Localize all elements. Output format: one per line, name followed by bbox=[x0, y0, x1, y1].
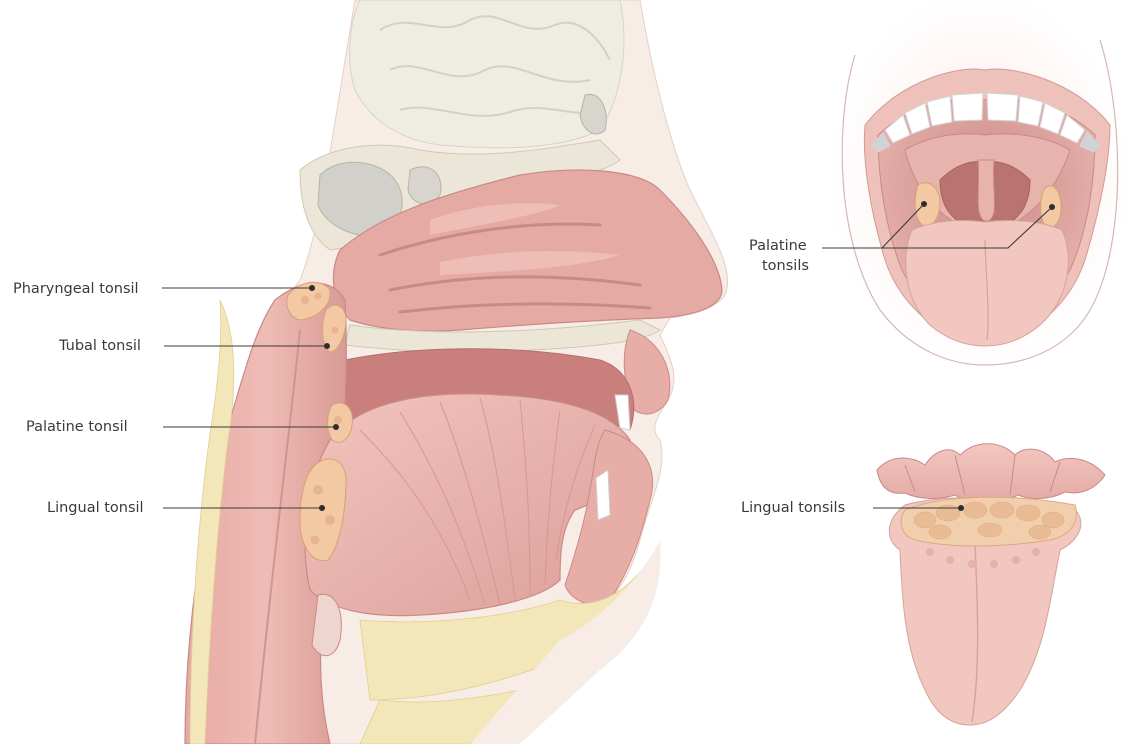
label-lingual-tonsil: Lingual tonsil bbox=[47, 500, 144, 516]
marker-palatine-tonsil-right bbox=[1049, 204, 1055, 210]
label-pharyngeal-tonsil: Pharyngeal tonsil bbox=[13, 281, 139, 297]
label-tubal-tonsil: Tubal tonsil bbox=[58, 338, 141, 354]
label-palatine-tonsil: Palatine tonsil bbox=[26, 419, 128, 435]
label-palatine-tonsils-line1: Palatine bbox=[749, 238, 807, 254]
label-palatine-tonsils-line2: tonsils bbox=[762, 258, 809, 274]
label-lingual-tonsils: Lingual tonsils bbox=[741, 500, 845, 516]
sagittal-head-section bbox=[185, 0, 728, 744]
lower-incisor bbox=[596, 470, 610, 520]
marker-lingual-tonsil bbox=[319, 505, 325, 511]
open-mouth-view bbox=[830, 0, 1130, 370]
marker-palatine-tonsil-left bbox=[921, 201, 927, 207]
brain bbox=[350, 0, 624, 148]
marker-tubal-tonsil bbox=[324, 343, 330, 349]
marker-pharyngeal-tonsil bbox=[309, 285, 315, 291]
tongue-dorsal-view bbox=[877, 444, 1105, 725]
epiglottis-folds bbox=[877, 444, 1105, 503]
marker-lingual-tonsils bbox=[958, 505, 964, 511]
uvula bbox=[978, 160, 995, 221]
palatine-tonsil-left-tissue bbox=[915, 183, 940, 227]
marker-palatine-tonsil bbox=[333, 424, 339, 430]
